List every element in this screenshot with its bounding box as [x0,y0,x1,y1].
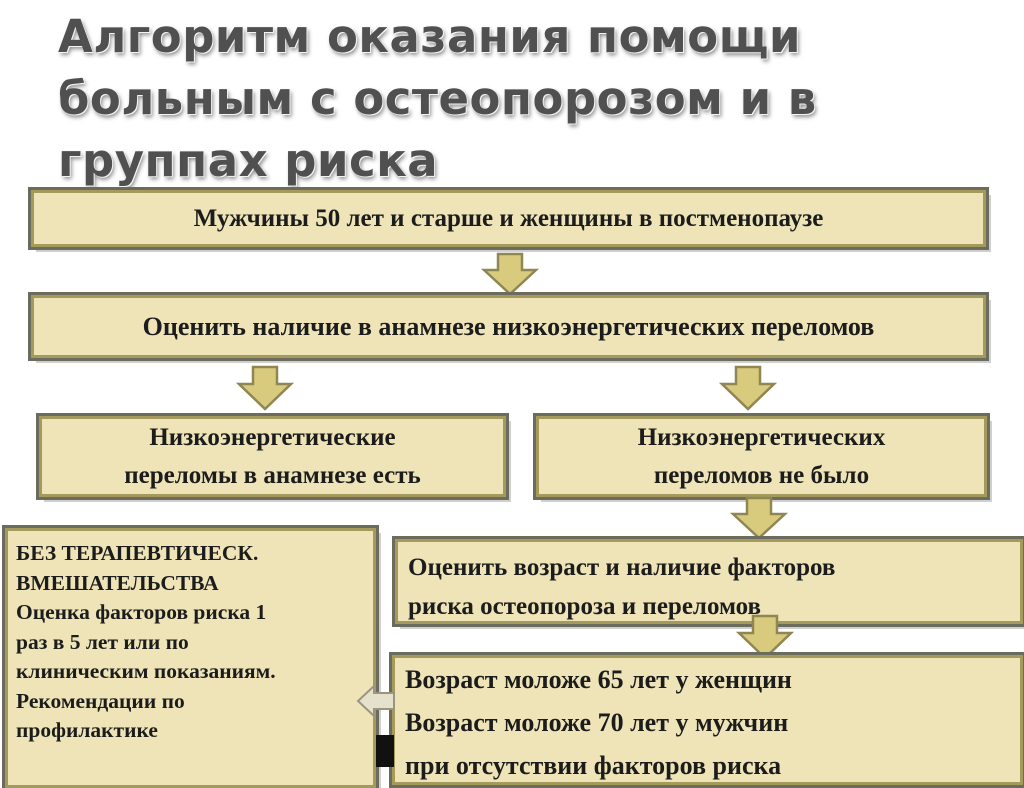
box-age-criteria-line-2: Возраст моложе 70 лет у мужчин [405,708,789,737]
title-line-2: больным с остеопорозом и в [58,72,817,125]
box-age-criteria-line-3: при отсутствии факторов риска [405,751,782,780]
box-target-population: Мужчины 50 лет и старше и женщины в пост… [28,187,989,250]
left-arrow-icon [356,684,395,718]
box-fractures-yes: Низкоэнергетические переломы в анамнезе … [36,413,509,500]
down-arrow-icon [481,252,539,296]
box-target-population-text: Мужчины 50 лет и старше и женщины в пост… [193,204,824,232]
box-assess-fractures-text: Оценить наличие в анамнезе низкоэнергети… [142,311,875,341]
box-age-criteria: Возраст моложе 65 лет у женщин Возраст м… [389,652,1024,788]
box-assess-age-line-2: риска остеопороза и переломов [408,593,762,620]
box-fractures-yes-line-2: переломы в анамнезе есть [124,461,421,489]
box-no-therapy-line-1: БЕЗ ТЕРАПЕВТИЧЕСК. [16,541,259,565]
box-fractures-no-line-2: переломов не было [653,461,870,489]
box-no-therapy-line-7: профилактике [16,718,158,742]
box-fractures-no-line-1: Низкоэнергетических [637,423,886,451]
box-no-therapy: БЕЗ ТЕРАПЕВТИЧЕСК. ВМЕШАТЕЛЬСТВА Оценка … [2,525,379,788]
box-assess-age-line-1: Оценить возраст и наличие факторов [408,554,836,581]
down-arrow-icon [236,365,294,411]
slide-title: Алгоритм оказания помощи больным с остео… [58,6,958,192]
box-fractures-no: Низкоэнергетических переломов не было [533,413,990,500]
box-fractures-yes-line-1: Низкоэнергетические [149,423,396,451]
connector-bar [376,735,394,767]
down-arrow-icon [719,365,777,411]
title-line-3: группах риска [58,134,439,187]
box-no-therapy-line-4: раз в 5 лет или по [16,629,189,654]
box-no-therapy-line-3: Оценка факторов риска 1 [16,600,267,624]
box-age-criteria-line-1: Возраст моложе 65 лет у женщин [405,665,792,694]
box-assess-age: Оценить возраст и наличие факторов риска… [392,536,1024,627]
down-arrow-icon [736,614,794,660]
box-assess-fractures: Оценить наличие в анамнезе низкоэнергети… [28,292,989,361]
box-no-therapy-line-5: клиническим показаниям. [16,659,276,683]
title-line-1: Алгоритм оказания помощи [58,10,801,63]
down-arrow-icon [730,496,788,540]
box-no-therapy-line-6: Рекомендации по [16,688,185,713]
box-no-therapy-line-2: ВМЕШАТЕЛЬСТВА [16,570,219,595]
